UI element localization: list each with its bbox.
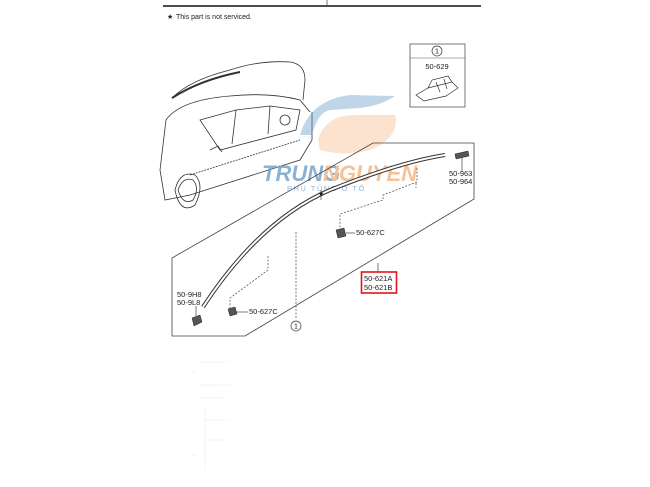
part-label-50-621b: 50-621B — [364, 283, 392, 292]
clip-illustration — [415, 75, 459, 102]
highlight-box — [360, 271, 398, 294]
callout-number: 1 — [435, 47, 439, 56]
callout-number-circle — [431, 45, 443, 57]
solid-leaders — [195, 155, 463, 316]
callout-box: 1 50-629 — [409, 43, 466, 108]
watermark-logo: TRUNG NGUYEN PHỤ TÙNG Ô TÔ — [262, 95, 418, 193]
assembly-frame — [171, 142, 475, 337]
rear-clip-icon — [454, 150, 470, 160]
car-illustration — [159, 61, 313, 209]
part-label-50-627c-lower: 50-627C — [249, 307, 278, 316]
ref-number-circle — [290, 320, 302, 332]
part-label-50-963: 50-963 — [449, 169, 472, 178]
watermark-tagline: PHỤ TÙNG Ô TÔ — [287, 184, 366, 193]
part-label-50-621a: 50-621A — [364, 274, 392, 283]
fastener-upper-icon — [335, 227, 347, 239]
callout-part-number: 50-629 — [425, 62, 448, 71]
not-serviced-star-icon: ★ — [318, 190, 324, 198]
fastener-parts — [191, 150, 470, 327]
end-piece-icon — [191, 314, 203, 327]
not-serviced-note: This part is not serviced. — [176, 14, 252, 21]
part-label-50-9h8: 50-9H8 — [177, 290, 202, 299]
part-label-50-627c-upper: 50-627C — [356, 228, 385, 237]
leader-lines — [229, 168, 418, 318]
fastener-lower-icon — [227, 306, 238, 317]
part-label-50-964: 50-964 — [449, 177, 472, 186]
ref-number: 1 — [294, 322, 298, 331]
part-label-50-9l8: 50-9L8 — [177, 298, 200, 307]
roof-molding — [201, 153, 446, 309]
star-icon: ★ — [167, 13, 173, 21]
watermark-brand-a: TRUNG — [262, 161, 340, 186]
faint-marks — [190, 361, 232, 470]
